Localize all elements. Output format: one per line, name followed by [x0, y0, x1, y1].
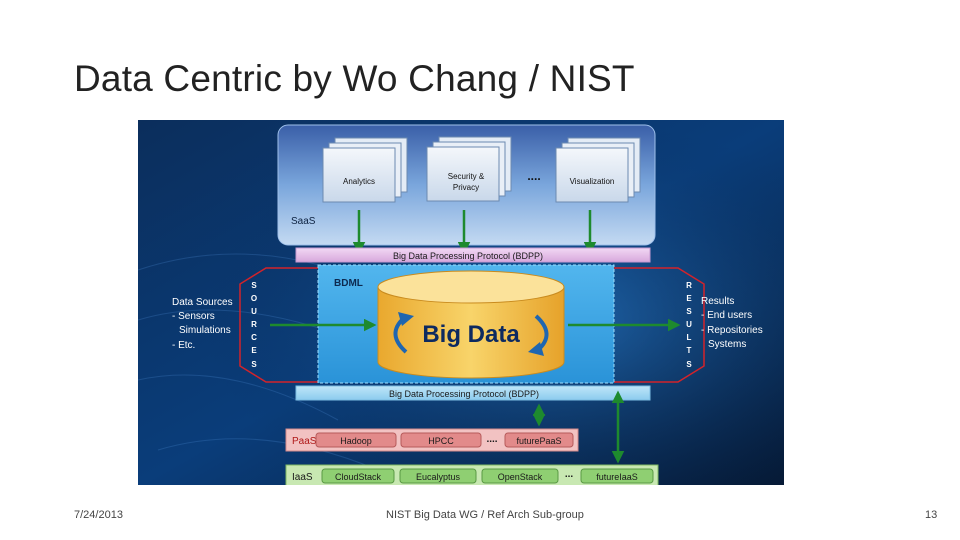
- results-letter: L: [687, 333, 692, 342]
- iaas-ellipsis: ...: [565, 469, 574, 480]
- footer-date: 7/24/2013: [74, 509, 123, 521]
- paas-item-future: [504, 432, 574, 448]
- iaas-item-label: OpenStack: [498, 472, 543, 482]
- paas-panel: PaaS Hadoop HPCC .... futurePaaS: [285, 428, 579, 452]
- big-data-label: Big Data: [422, 321, 520, 348]
- results-item: Systems: [708, 339, 746, 350]
- results-item: - Repositories: [701, 325, 763, 336]
- iaas-item-cloudstack: [321, 468, 395, 484]
- security-label: Security &: [448, 172, 485, 181]
- iaas-item-label: futureIaaS: [596, 472, 638, 482]
- saas-panel: SaaS Analytics Security & Privacy .... V…: [277, 124, 656, 246]
- iaas-item-eucalyptus: [399, 468, 477, 484]
- iaas-item-label: CloudStack: [335, 472, 382, 482]
- sources-letter: C: [251, 333, 257, 342]
- results-title: Results: [701, 296, 734, 307]
- bdpp-top-label: Big Data Processing Protocol (BDPP): [393, 251, 543, 261]
- bdml-label: BDML: [334, 278, 363, 289]
- iaas-item-label: Eucalyptus: [416, 472, 461, 482]
- visualization-label: Visualization: [570, 177, 615, 186]
- iaas-item-future: [580, 468, 654, 484]
- reference-architecture-diagram: SaaS Analytics Security & Privacy .... V…: [138, 120, 784, 485]
- data-sources-item: - Sensors: [172, 311, 215, 322]
- results-letter: E: [686, 294, 692, 303]
- iaas-item-openstack: [481, 468, 559, 484]
- data-sources-item: Simulations: [179, 325, 231, 336]
- data-sources-item: - Etc.: [172, 340, 195, 351]
- data-sources-list: Data Sources - Sensors Simulations - Etc…: [172, 297, 233, 351]
- paas-label: PaaS: [292, 436, 317, 447]
- analytics-label: Analytics: [343, 177, 375, 186]
- bdpp-bottom-label: Big Data Processing Protocol (BDPP): [389, 389, 539, 399]
- security-privacy-doc-icon: [426, 136, 512, 202]
- red-outline: [239, 267, 705, 383]
- visualization-doc-icon: [555, 137, 641, 203]
- results-letter: U: [686, 320, 692, 329]
- iaas-label: IaaS: [292, 472, 313, 483]
- sources-vertical-label: S O U R C E S: [251, 281, 257, 369]
- results-letter: S: [686, 360, 692, 369]
- results-vertical-label: R E S U L T S: [686, 281, 692, 369]
- slide-title: Data Centric by Wo Chang / NIST: [74, 58, 635, 99]
- sources-letter: U: [251, 307, 257, 316]
- saas-label: SaaS: [291, 216, 316, 227]
- cycle-arrowhead-left-icon: [398, 312, 414, 326]
- paas-ellipsis: ....: [486, 434, 497, 445]
- footer-text: NIST Big Data WG / Ref Arch Sub-group: [386, 509, 584, 521]
- iaas-panel: IaaS CloudStack Eucalyptus OpenStack ...…: [285, 464, 659, 485]
- paas-item-label: Hadoop: [340, 436, 372, 446]
- sources-letter: O: [251, 294, 257, 303]
- cycle-arrowhead-right-icon: [528, 342, 544, 356]
- results-list: Results - End users - Repositories Syste…: [701, 296, 763, 350]
- paas-item-hpcc: [400, 432, 482, 448]
- bdpp-top-bar: [295, 247, 651, 263]
- sources-letter: S: [251, 360, 257, 369]
- data-sources-title: Data Sources: [172, 297, 233, 308]
- analytics-doc-icon: [322, 137, 408, 203]
- privacy-label: Privacy: [453, 183, 479, 192]
- results-letter: S: [686, 307, 692, 316]
- results-item: - End users: [701, 310, 752, 321]
- big-data-cylinder: [377, 270, 565, 379]
- sources-letter: S: [251, 281, 257, 290]
- results-letter: T: [687, 346, 692, 355]
- paas-item-hadoop: [315, 432, 397, 448]
- saas-ellipsis: ....: [527, 169, 540, 183]
- sources-letter: R: [251, 320, 257, 329]
- sources-letter: E: [251, 346, 257, 355]
- results-letter: R: [686, 281, 692, 290]
- page-number: 13: [925, 509, 938, 521]
- paas-item-label: futurePaaS: [516, 436, 561, 446]
- paas-item-label: HPCC: [428, 436, 454, 446]
- bdpp-bottom-bar: [295, 385, 651, 401]
